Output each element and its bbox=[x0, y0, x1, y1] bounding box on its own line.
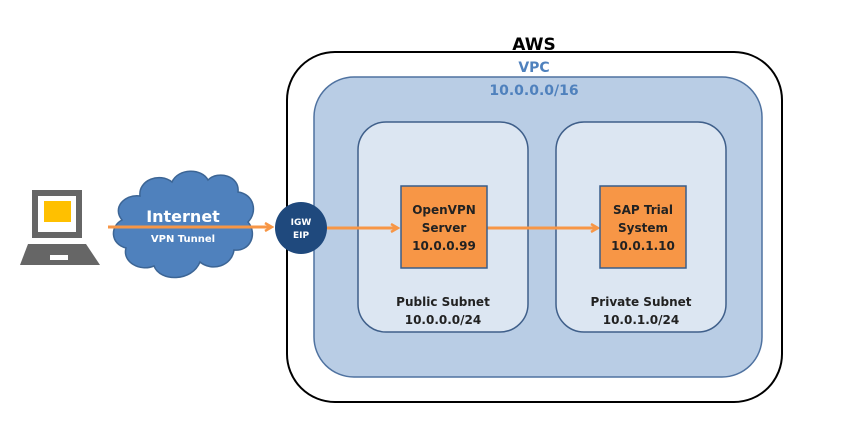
igw-node[interactable] bbox=[275, 202, 327, 254]
private-subnet-label: Private Subnet bbox=[591, 295, 692, 309]
private-subnet-cidr: 10.0.1.0/24 bbox=[603, 313, 680, 327]
sap-ip: 10.0.1.10 bbox=[611, 239, 675, 253]
sap-line1: SAP Trial bbox=[613, 203, 673, 217]
sap-system[interactable] bbox=[599, 185, 687, 269]
vpn-tunnel-label: VPN Tunnel bbox=[151, 234, 215, 245]
vpc-label: VPC bbox=[518, 60, 549, 76]
openvpn-line1: OpenVPN bbox=[412, 203, 476, 217]
cloud-icon bbox=[112, 170, 255, 279]
igw-line2: EIP bbox=[293, 231, 309, 241]
openvpn-line2: Server bbox=[422, 221, 467, 235]
laptop-icon bbox=[20, 190, 100, 265]
openvpn-server[interactable] bbox=[400, 185, 488, 269]
aws-label: AWS bbox=[512, 35, 555, 55]
openvpn-ip: 10.0.0.99 bbox=[412, 239, 476, 253]
sap-line2: System bbox=[618, 221, 668, 235]
igw-line1: IGW bbox=[291, 218, 312, 228]
vpc-cidr: 10.0.0.0/16 bbox=[489, 83, 578, 99]
internet-label: Internet bbox=[146, 207, 220, 226]
public-subnet-cidr: 10.0.0.0/24 bbox=[405, 313, 482, 327]
public-subnet-label: Public Subnet bbox=[396, 295, 490, 309]
